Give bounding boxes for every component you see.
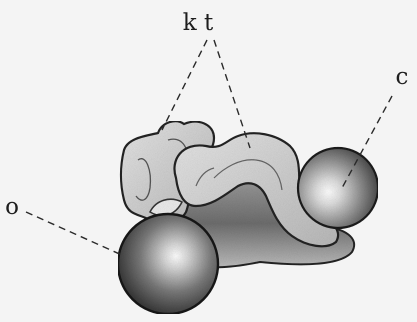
label-kt: k t xyxy=(183,10,214,36)
sphere-o xyxy=(118,214,218,314)
leader-o xyxy=(26,212,124,256)
leader-kt-right xyxy=(214,40,250,148)
label-o: o xyxy=(5,194,19,220)
sphere-c xyxy=(298,148,378,228)
leader-kt-left xyxy=(162,40,207,130)
label-c: c xyxy=(396,64,409,90)
specimen-body xyxy=(118,121,378,314)
